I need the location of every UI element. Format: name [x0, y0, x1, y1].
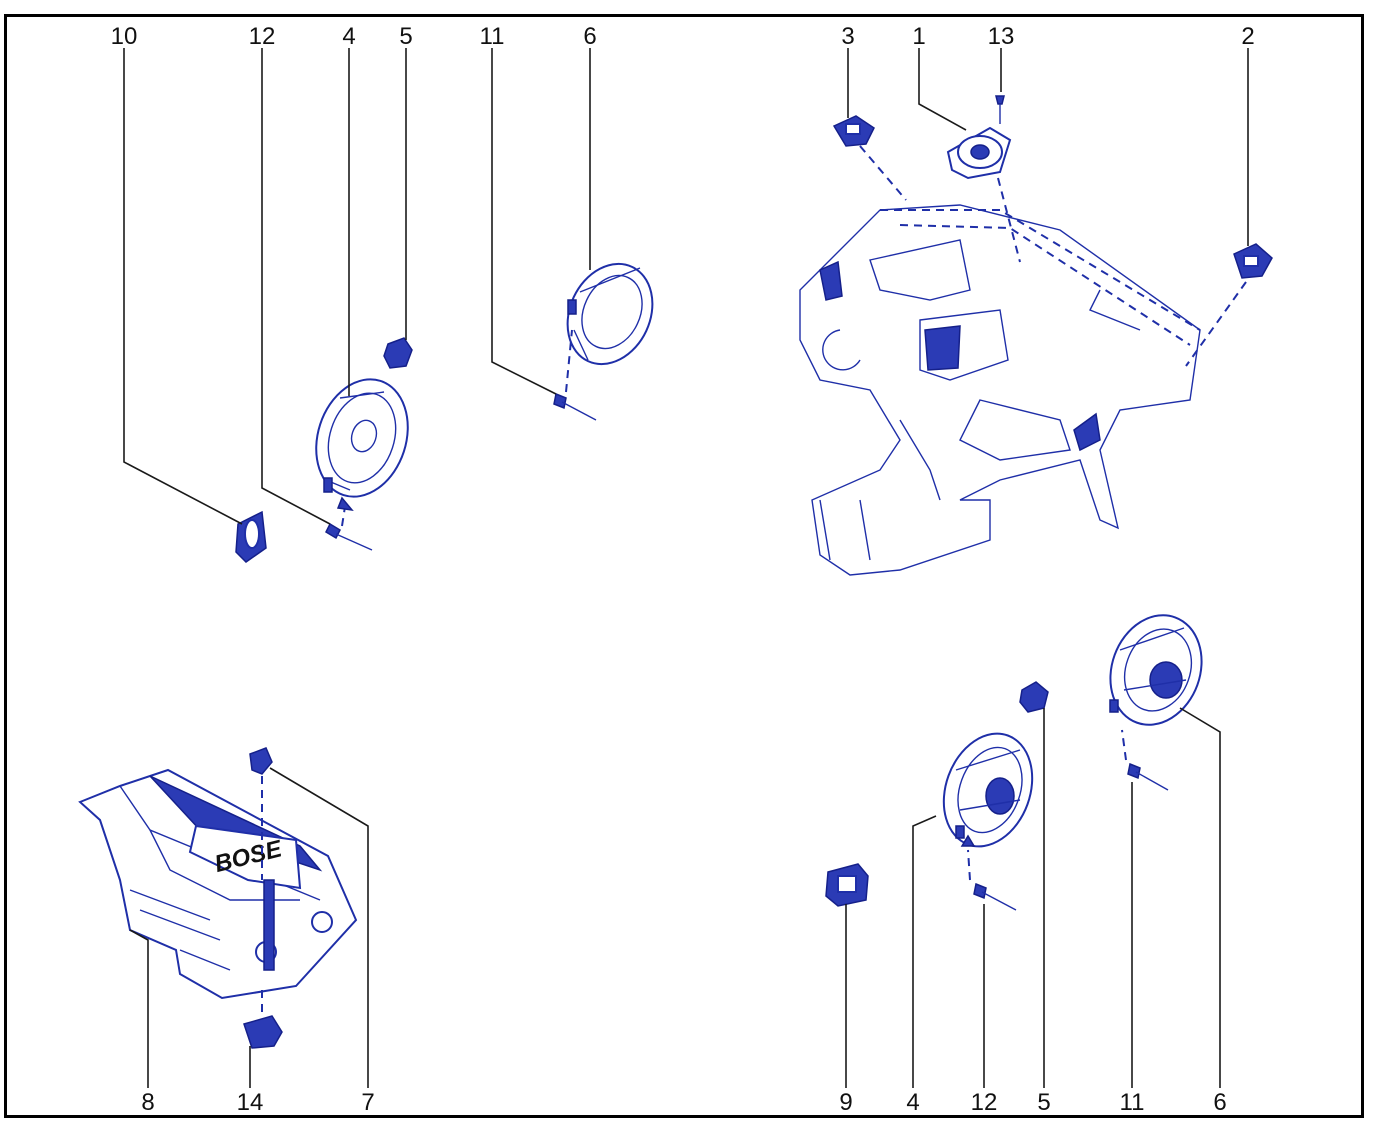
- callout-5-bottom: 5: [1037, 1089, 1050, 1116]
- callout-6-top: 6: [583, 23, 596, 50]
- callout-11-top: 11: [480, 23, 505, 50]
- callout-8: 8: [141, 1089, 154, 1116]
- callout-7: 7: [361, 1089, 374, 1116]
- callout-4-bottom: 4: [906, 1089, 919, 1116]
- speaker-clip-5-rear: [1019, 681, 1049, 713]
- bracket-9: [825, 863, 869, 907]
- callout-11-bottom: 11: [1120, 1089, 1145, 1116]
- screw-12-top: [325, 496, 373, 551]
- callout-2: 2: [1241, 23, 1254, 50]
- rear-door-speaker-6: [1109, 614, 1203, 726]
- callout-1: 1: [912, 23, 925, 50]
- speaker-clip-5: [383, 337, 413, 369]
- screw-11-top: [553, 329, 597, 421]
- tweeter-10: [235, 510, 267, 563]
- center-tweeter-1: [946, 126, 1012, 180]
- front-door-speaker-6: [566, 262, 654, 366]
- front-door-speaker-4: [315, 378, 409, 498]
- callout-10: 10: [111, 23, 138, 50]
- leader-lines: [123, 48, 1249, 1088]
- callout-9: 9: [839, 1089, 852, 1116]
- screw-13: [995, 95, 1021, 263]
- clip-14: [243, 990, 283, 1049]
- tweeter-3: [832, 115, 907, 201]
- callout-14: 14: [237, 1089, 264, 1116]
- screw-12-rear: [960, 834, 1017, 911]
- callout-6-bottom: 6: [1213, 1089, 1226, 1116]
- amplifier-8: BOSE: [78, 768, 358, 1000]
- callout-4-top: 4: [342, 23, 355, 50]
- dashboard-assembly: [799, 204, 1201, 576]
- screw-11-rear: [1121, 729, 1169, 791]
- callout-13: 13: [988, 23, 1015, 50]
- callout-12-top: 12: [249, 23, 276, 50]
- rear-door-speaker-4: [942, 732, 1034, 848]
- callout-3: 3: [841, 23, 854, 50]
- callout-5-top: 5: [399, 23, 412, 50]
- callout-12-bottom: 12: [971, 1089, 998, 1116]
- clip-7: [249, 747, 273, 880]
- callout-labels: 10 12 4 5 11 6 3 1 13 2 8 14 7 9 4 12 5 …: [111, 23, 1255, 1116]
- tweeter-2: [1185, 243, 1273, 367]
